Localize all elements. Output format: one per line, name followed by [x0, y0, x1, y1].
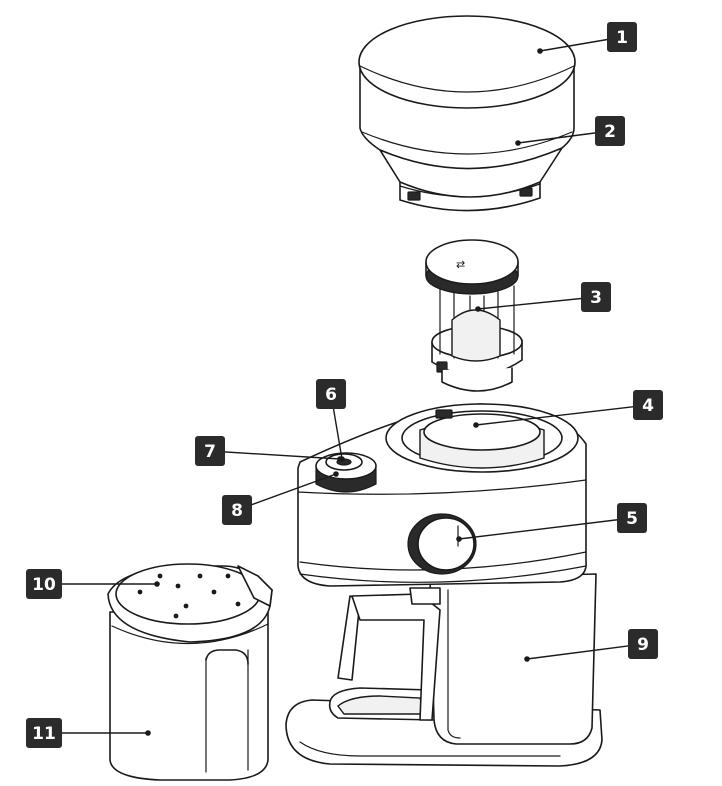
callout-label-9: 9 — [637, 635, 649, 655]
callout-badge-4 — [633, 390, 663, 420]
callout-badge-1 — [607, 22, 637, 52]
callout-badge-2 — [595, 116, 625, 146]
callout-badge-6 — [316, 379, 346, 409]
leader-line-9 — [526, 643, 644, 660]
leader-dot-1 — [537, 48, 543, 54]
callout-badge-9 — [628, 629, 658, 659]
leader-dot-8 — [333, 471, 339, 477]
grounds-container — [109, 609, 269, 781]
callout-label-11: 11 — [32, 724, 56, 744]
adjust-arrow-icon: ⇄ — [456, 258, 465, 271]
grind-dial — [407, 513, 477, 575]
leader-line-2 — [517, 130, 611, 144]
callout-label-3: 3 — [590, 288, 602, 308]
leader-line-4 — [475, 404, 649, 426]
grounds-container-lid — [107, 563, 273, 643]
leader-line-5 — [458, 517, 633, 540]
grinder-body — [285, 403, 603, 767]
leader-dot-2 — [515, 140, 521, 146]
callout-label-6: 6 — [325, 385, 337, 405]
callout-badge-11 — [26, 718, 62, 748]
callout-label-4: 4 — [642, 396, 654, 416]
callout-label-10: 10 — [32, 575, 56, 595]
leader-dot-4 — [473, 422, 479, 428]
callout-badge-10 — [26, 569, 62, 599]
callout-label-2: 2 — [604, 122, 616, 142]
leader-dot-9 — [524, 656, 530, 662]
upper-burr-assembly: ⇄ — [425, 239, 523, 392]
leader-dot-5 — [456, 536, 462, 542]
leader-lines — [44, 36, 649, 736]
leader-dot-11 — [145, 730, 151, 736]
start-button-assembly — [315, 452, 377, 493]
callout-label-1: 1 — [616, 28, 628, 48]
callout-label-8: 8 — [231, 501, 243, 521]
callout-badge-8 — [222, 495, 252, 525]
callout-label-5: 5 — [626, 509, 638, 529]
callout-badge-5 — [617, 503, 647, 533]
callout-label-7: 7 — [204, 442, 216, 462]
callout-badge-3 — [581, 282, 611, 312]
leader-line-8 — [236, 473, 337, 511]
callout-badges: 1 2 3 4 5 6 7 8 9 10 11 — [26, 22, 663, 748]
leader-dot-7 — [337, 456, 343, 462]
leader-line-7 — [209, 450, 341, 460]
leader-dot-3 — [475, 306, 481, 312]
leader-dot-10 — [154, 581, 160, 587]
callout-badge-7 — [195, 436, 225, 466]
hopper-lid — [358, 15, 576, 109]
leader-line-3 — [477, 296, 597, 310]
